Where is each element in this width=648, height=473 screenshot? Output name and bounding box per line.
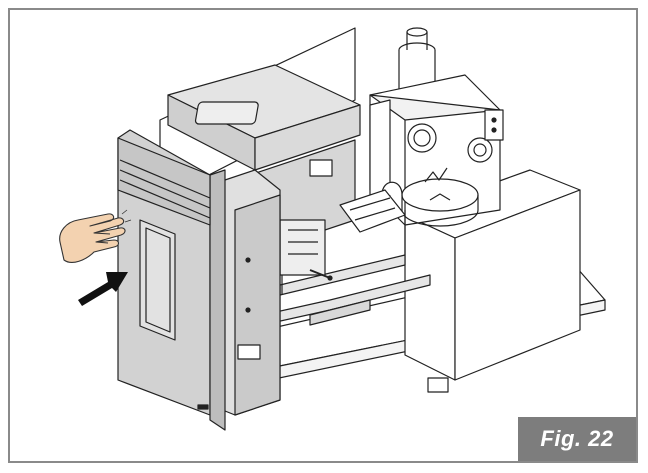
slide-rails (239, 189, 431, 331)
push-arrow-icon (78, 272, 128, 306)
stove-side-frame (209, 169, 281, 416)
hand-icon (59, 209, 132, 263)
stove-assembly-illustration (59, 27, 606, 431)
stove-front-panel (117, 129, 226, 431)
figure-frame: Fig. 22 (8, 8, 638, 463)
figure-label: Fig. 22 (518, 417, 636, 461)
